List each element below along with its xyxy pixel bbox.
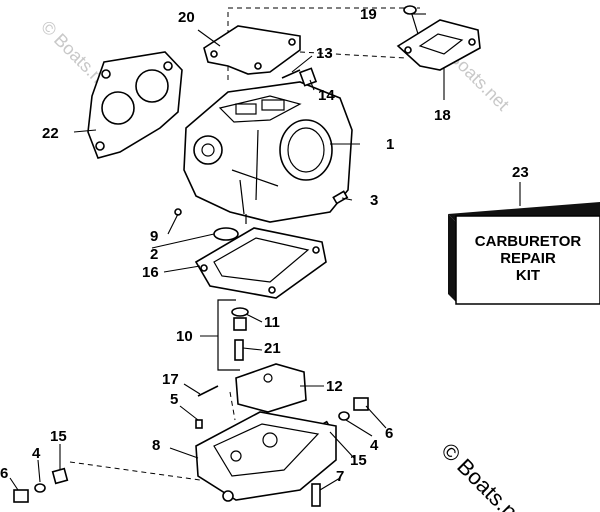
callout-16: 16 <box>142 264 159 281</box>
fitting-14 <box>298 67 318 87</box>
callout-4-left: 4 <box>32 445 41 462</box>
washer-4-left <box>34 483 46 493</box>
callout-22: 22 <box>42 125 59 142</box>
float-bowl-cover-plate <box>396 19 481 71</box>
callout-17: 17 <box>162 371 179 388</box>
callout-12: 12 <box>326 378 343 395</box>
screw-7 <box>311 483 321 507</box>
callout-3: 3 <box>370 192 378 209</box>
carburetor-flange-gasket <box>87 51 183 159</box>
top-cover-plate <box>203 25 301 75</box>
callout-10: 10 <box>176 328 193 345</box>
callout-7: 7 <box>336 468 344 485</box>
plug-6-left <box>13 489 29 503</box>
watermark-bottom-right: © Boats.net <box>436 438 535 512</box>
callout-6-left: 6 <box>0 465 8 482</box>
jet-15-left <box>51 467 69 485</box>
callout-6-right: 6 <box>385 425 393 442</box>
screw-3 <box>332 190 349 205</box>
float-bowl-8 <box>195 411 337 502</box>
carburetor-body <box>183 81 353 224</box>
callout-21: 21 <box>264 340 281 357</box>
disc-2 <box>213 227 239 241</box>
leader-lines <box>9 13 521 491</box>
kit-label-line-3: KIT <box>516 267 540 284</box>
screw-5 <box>195 419 203 429</box>
callout-9: 9 <box>150 228 158 245</box>
callout-23: 23 <box>512 164 529 181</box>
callout-8: 8 <box>152 437 160 454</box>
float-pin-17 <box>197 385 219 397</box>
float-bowl-gasket <box>194 227 327 299</box>
callout-11: 11 <box>264 314 280 331</box>
washer-4-right <box>338 411 350 421</box>
kit-label-line-1: CARBURETOR <box>475 233 582 250</box>
callout-15-left: 15 <box>50 428 67 445</box>
callout-20: 20 <box>178 9 195 26</box>
callout-2: 2 <box>150 246 158 263</box>
callout-4-right: 4 <box>370 437 379 454</box>
callout-19: 19 <box>360 6 377 23</box>
float-12 <box>235 363 307 413</box>
callout-13: 13 <box>316 45 333 62</box>
callout-5: 5 <box>170 391 178 408</box>
needle-valve-group <box>217 299 249 371</box>
callout-18: 18 <box>434 107 451 124</box>
callout-15-right: 15 <box>350 452 367 469</box>
pin-13 <box>281 69 301 79</box>
callout-labels: 1 2 3 4 4 5 6 6 7 8 9 10 11 12 13 14 15 … <box>0 6 529 485</box>
kit-label-line-2: REPAIR <box>500 250 556 267</box>
callout-14: 14 <box>318 87 335 104</box>
assembly-dash-lines <box>69 7 420 481</box>
repair-kit-box: CARBURETOR REPAIR KIT <box>448 202 600 305</box>
screw-19 <box>403 5 419 35</box>
callout-1: 1 <box>386 136 394 153</box>
plug-6-right <box>353 397 369 411</box>
